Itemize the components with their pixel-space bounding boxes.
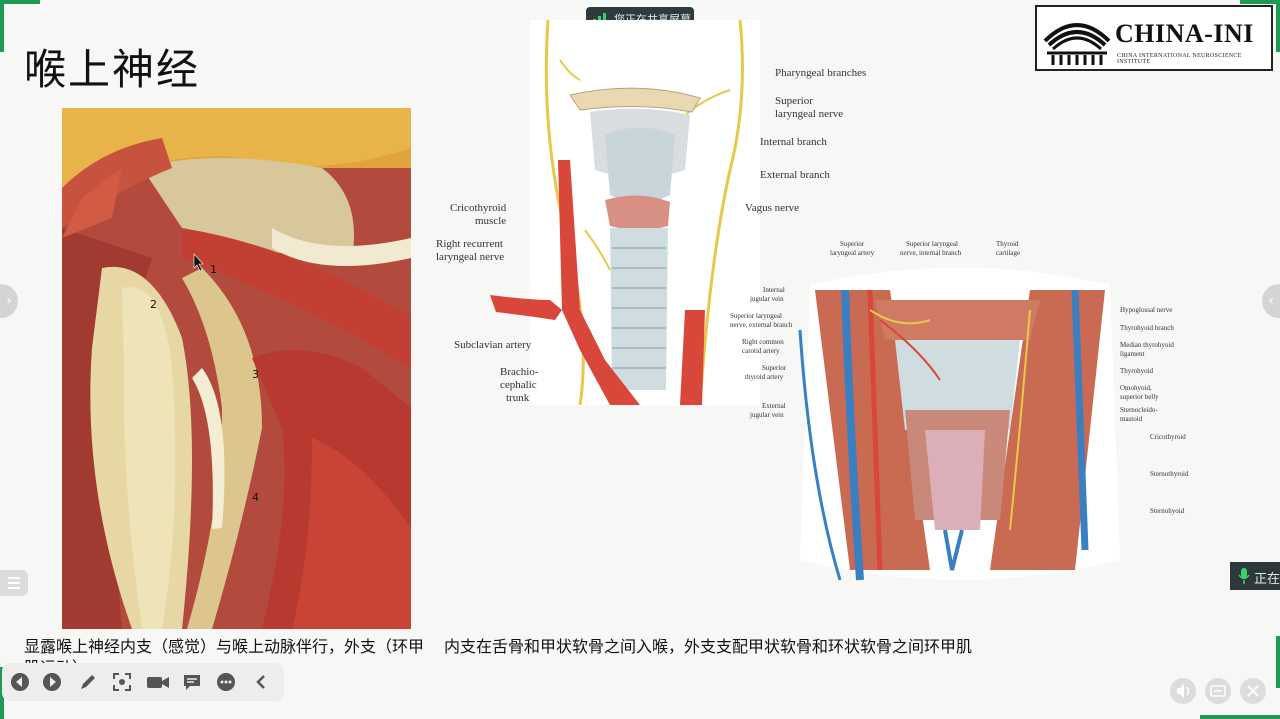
subtitle-button[interactable] xyxy=(1205,678,1231,704)
label-int-jugular-2: jugular vein xyxy=(750,295,784,303)
presentation-toolbar xyxy=(2,663,284,701)
label-int-jugular-1: Internal xyxy=(763,286,785,294)
list-icon xyxy=(8,577,20,589)
zoom-frame-icon xyxy=(113,673,131,691)
label-superior-1: Superior xyxy=(775,95,813,107)
label-subclavian-artery: Subclavian artery xyxy=(454,339,532,351)
corner-bracket-br xyxy=(1276,636,1280,688)
label-vagus-nerve: Vagus nerve xyxy=(745,202,800,214)
label-cricothyroid: Cricothyroid xyxy=(1150,433,1186,441)
speaker-icon xyxy=(1177,684,1190,698)
label-recurrent-1: Right recurrent xyxy=(436,238,503,250)
label-scm-2: mastoid xyxy=(1120,415,1143,423)
label-omohyoid-2: superior belly xyxy=(1120,393,1159,401)
video-camera-icon xyxy=(147,677,169,688)
corner-bracket-tl xyxy=(0,0,4,52)
label-hypoglossal-nerve: Hypoglossal nerve xyxy=(1120,306,1173,314)
pen-button[interactable] xyxy=(78,672,98,692)
label-brachio-3: trunk xyxy=(506,392,530,404)
label-sup-lar-nerve-int-1: Superior laryngeal xyxy=(906,240,958,248)
collapse-toolbar-button[interactable] xyxy=(252,672,272,692)
label-thyrohyoid: Thyrohyoid xyxy=(1120,367,1154,375)
caption-right: 内支在舌骨和甲状软骨之间入喉，外支支配甲状软骨和环状软骨之间环甲肌 xyxy=(444,637,973,656)
label-omohyoid-1: Omohyoid, xyxy=(1120,384,1152,392)
caption-icon xyxy=(1210,685,1226,697)
label-sternothyroid: Sternothyroid xyxy=(1150,470,1189,478)
label-right-carotid-2: carotid artery xyxy=(742,347,780,355)
corner-bracket-tr-h xyxy=(1240,0,1280,4)
microphone-status-tab[interactable]: 正在 xyxy=(1230,562,1280,590)
neck-anatomy-diagram: Superior laryngeal artery Superior laryn… xyxy=(730,230,1190,600)
next-arrow-icon xyxy=(43,673,61,691)
label-sternohyoid: Sternohyoid xyxy=(1150,507,1185,515)
cursor-arrow-icon xyxy=(193,253,204,272)
label-pharyngeal-branches: Pharyngeal branches xyxy=(775,67,867,79)
label-sup-lar-nerve-ext-2: nerve, external branch xyxy=(730,321,793,329)
pen-icon xyxy=(81,675,95,689)
close-icon xyxy=(1247,685,1259,697)
comment-button[interactable] xyxy=(182,672,202,692)
larynx-nerve-diagram: Pharyngeal branches Superior laryngeal n… xyxy=(430,20,890,405)
label-recurrent-2: laryngeal nerve xyxy=(436,251,505,263)
logo-subtext: CHINA INTERNATIONAL NEUROSCIENCE INSTITU… xyxy=(1117,53,1242,65)
dissection-image: 1 2 3 4 xyxy=(62,108,411,629)
camera-button[interactable] xyxy=(146,672,170,692)
label-sup-lar-nerve-ext-1: Superior laryngeal xyxy=(730,312,782,320)
label-cricothyroid-1: Cricothyroid xyxy=(450,202,507,214)
chat-icon xyxy=(184,675,200,690)
zoom-button[interactable] xyxy=(112,672,132,692)
label-thyroid-cartilage-1: Thyroid xyxy=(996,240,1019,248)
china-ini-logo: CHINA-INI CHINA INTERNATIONAL NEUROSCIEN… xyxy=(1035,5,1273,71)
label-ext-jugular-2: jugular vein xyxy=(750,411,784,419)
previous-button[interactable] xyxy=(10,672,30,692)
label-superior-2: laryngeal nerve xyxy=(775,108,844,120)
prev-arrow-icon xyxy=(11,673,29,691)
audio-button[interactable] xyxy=(1170,678,1196,704)
label-sup-lar-artery-1: Superior xyxy=(840,240,865,248)
label-thyroid-cartilage-2: cartilage xyxy=(996,249,1021,257)
logo-text: CHINA-INI xyxy=(1115,19,1254,48)
photo-marker-3: 3 xyxy=(252,368,259,381)
dome-logo-icon xyxy=(1043,23,1111,65)
label-cricothyroid-2: muscle xyxy=(475,215,507,227)
dissection-photo: 1 2 3 4 xyxy=(62,108,411,629)
label-thyrohyoid-branch: Thyrohyoid branch xyxy=(1120,324,1174,332)
more-dots-icon xyxy=(217,673,235,691)
label-sup-lar-nerve-int-2: nerve, internal branch xyxy=(900,249,962,257)
label-scm-1: Sternocleido- xyxy=(1120,406,1158,414)
close-button[interactable] xyxy=(1240,678,1266,704)
label-external-branch: External branch xyxy=(760,169,830,181)
microphone-icon xyxy=(1238,568,1250,584)
slide-title: 喉上神经 xyxy=(24,45,201,94)
next-slide-side-button[interactable]: ‹ xyxy=(1262,284,1280,318)
more-button[interactable] xyxy=(216,672,236,692)
neck-anatomy-illustration xyxy=(798,267,1120,581)
label-right-carotid-1: Right common xyxy=(742,338,784,346)
mic-status-text: 正在 xyxy=(1254,572,1280,587)
chevron-left-icon xyxy=(256,675,265,689)
corner-bracket-br-h xyxy=(1200,715,1280,719)
photo-marker-4: 4 xyxy=(252,491,259,504)
label-median-1: Median thyrohyoid xyxy=(1120,341,1174,349)
next-button[interactable] xyxy=(42,672,62,692)
label-brachio-2: cephalic xyxy=(500,379,537,391)
label-ext-jugular-1: External xyxy=(762,402,786,410)
label-sup-thyroid-1: Superior xyxy=(762,364,787,372)
corner-bracket-tl-h xyxy=(0,0,40,4)
prev-slide-side-button[interactable]: › xyxy=(0,284,18,318)
label-internal-branch: Internal branch xyxy=(760,136,827,148)
label-median-2: ligament xyxy=(1120,350,1145,358)
corner-bracket-tr xyxy=(1276,0,1280,52)
label-sup-lar-artery-2: laryngeal artery xyxy=(830,249,875,257)
label-brachio-1: Brachio- xyxy=(500,366,539,378)
photo-marker-1: 1 xyxy=(210,263,217,276)
larynx-nerve-illustration xyxy=(490,20,760,405)
photo-marker-2: 2 xyxy=(150,298,157,311)
label-sup-thyroid-2: thyroid artery xyxy=(745,373,784,381)
menu-button[interactable] xyxy=(0,570,28,596)
